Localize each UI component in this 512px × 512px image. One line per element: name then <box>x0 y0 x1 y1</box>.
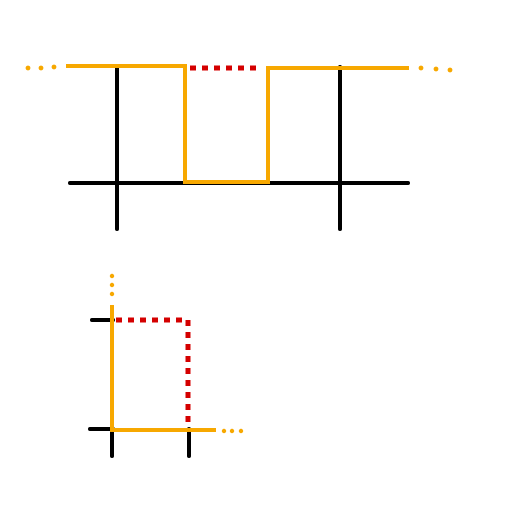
top-left-dot <box>38 65 44 71</box>
bottom-right-ellipsis <box>221 428 244 434</box>
bottom-top-dot <box>109 291 115 297</box>
top-right-dot <box>447 67 453 73</box>
bottom-orange-path <box>110 305 216 432</box>
bottom-right-dot <box>229 428 235 434</box>
top-left-ellipsis <box>25 64 57 71</box>
bottom-red-dotted-path <box>116 317 191 428</box>
top-left-dot <box>51 64 57 70</box>
top-figure <box>25 64 453 231</box>
top-right-dot <box>433 66 439 72</box>
bottom-right-dot <box>238 428 244 434</box>
bottom-top-dot <box>109 273 115 279</box>
top-right-dot <box>418 65 424 71</box>
top-orange-path <box>66 64 409 184</box>
bottom-top-dot <box>109 282 115 288</box>
bottom-figure <box>88 273 244 458</box>
top-right-ellipsis <box>418 65 453 73</box>
bottom-right-dot <box>221 428 227 434</box>
top-left-dot <box>25 65 31 71</box>
bottom-top-ellipsis <box>109 273 115 297</box>
